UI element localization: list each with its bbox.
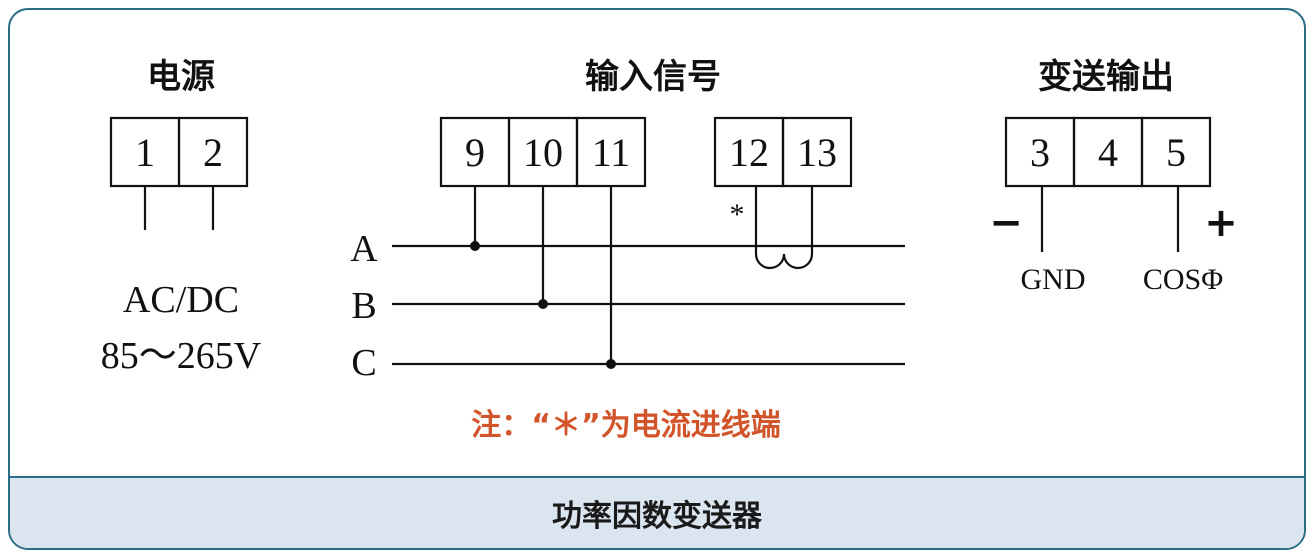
input-terminal-13: 13 xyxy=(797,130,837,175)
power-terminal-2: 2 xyxy=(203,130,223,175)
input-terminal-box-13 xyxy=(781,116,853,188)
wiring-diagram: 电源 1 2 AC/DC 85～265V 输入信号 9 10 11 12 13 … xyxy=(101,57,1238,443)
input-terminal-11: 11 xyxy=(592,130,631,175)
output-title: 变送输出 xyxy=(1038,57,1174,97)
phase-label-c: C xyxy=(351,342,376,384)
junction-dot-a xyxy=(470,241,480,251)
output-terminal-5: 5 xyxy=(1166,130,1186,175)
phase-label-b: B xyxy=(351,285,376,327)
power-spec-line1: AC/DC xyxy=(123,279,239,321)
input-terminal-9: 9 xyxy=(465,130,485,175)
current-loop xyxy=(754,186,814,270)
junction-dot-c xyxy=(606,359,616,369)
current-in-mark: * xyxy=(730,198,745,231)
footer-title: 功率因数变送器 xyxy=(552,499,762,534)
signal-label: COSΦ xyxy=(1143,263,1223,296)
output-terminal-box-5 xyxy=(1140,116,1212,188)
input-terminal-10: 10 xyxy=(523,130,563,175)
output-terminal-3: 3 xyxy=(1030,130,1050,175)
input-title: 输入信号 xyxy=(585,57,721,97)
plus-sign: + xyxy=(1204,200,1238,246)
phase-label-a: A xyxy=(350,228,378,270)
power-title: 电源 xyxy=(147,57,215,97)
power-terminal-1: 1 xyxy=(135,130,155,175)
output-terminal-4: 4 xyxy=(1098,130,1118,175)
minus-sign: − xyxy=(989,200,1023,246)
power-spec-line2: 85～265V xyxy=(101,335,262,377)
junction-dot-b xyxy=(538,299,548,309)
gnd-label: GND xyxy=(1021,263,1086,296)
diagram-frame: 电源 1 2 AC/DC 85～265V 输入信号 9 10 11 12 13 … xyxy=(8,8,1306,550)
footer-bar: 功率因数变送器 xyxy=(10,476,1304,548)
note-text: 注：“＊”为电流进线端 xyxy=(471,408,780,443)
input-terminal-12: 12 xyxy=(729,130,769,175)
